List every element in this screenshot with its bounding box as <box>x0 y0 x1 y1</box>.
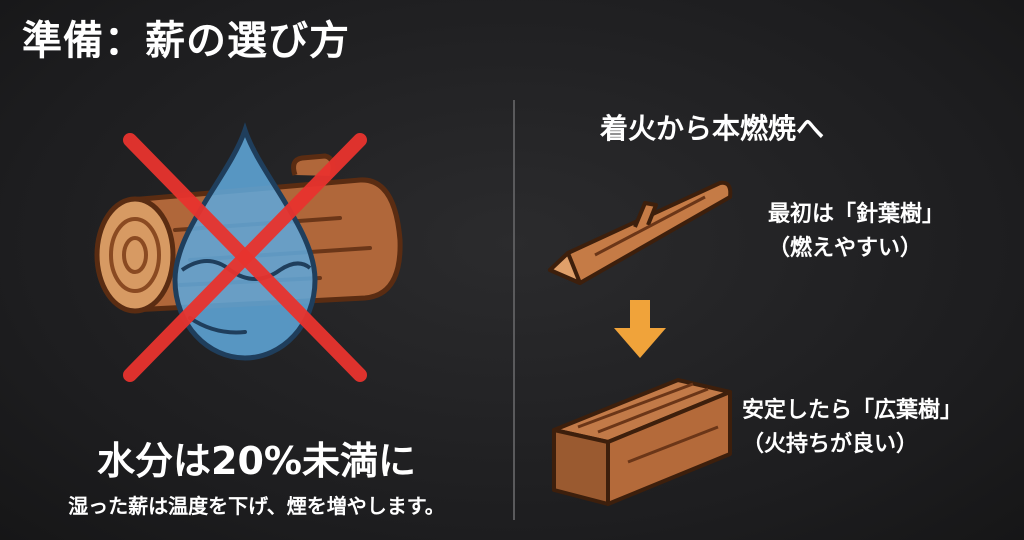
softwood-label-line1: 最初は「針葉樹」 <box>768 202 945 227</box>
arrow-down-icon <box>614 300 666 358</box>
hardwood-block-icon <box>552 378 732 506</box>
moisture-subtext: 湿った薪は温度を下げ、煙を増やします。 <box>68 494 445 518</box>
softwood-stick-icon <box>548 180 733 285</box>
page-title: 準備：薪の選び方 <box>22 18 350 64</box>
hardwood-label: 安定したら「広葉樹」 （火持ちが良い） <box>742 394 962 462</box>
center-divider <box>513 100 515 520</box>
wet-log-crossed-icon <box>94 122 403 382</box>
ignition-heading: 着火から本燃焼へ <box>600 112 825 145</box>
softwood-label-line2: （燃えやすい） <box>768 236 923 261</box>
cross-icon <box>123 133 367 382</box>
softwood-label: 最初は「針葉樹」 （燃えやすい） <box>768 198 944 266</box>
moisture-heading: 水分は20%未満に <box>97 439 416 483</box>
hardwood-label-line2: （火持ちが良い） <box>742 432 919 457</box>
hardwood-label-line1: 安定したら「広葉樹」 <box>742 398 963 423</box>
